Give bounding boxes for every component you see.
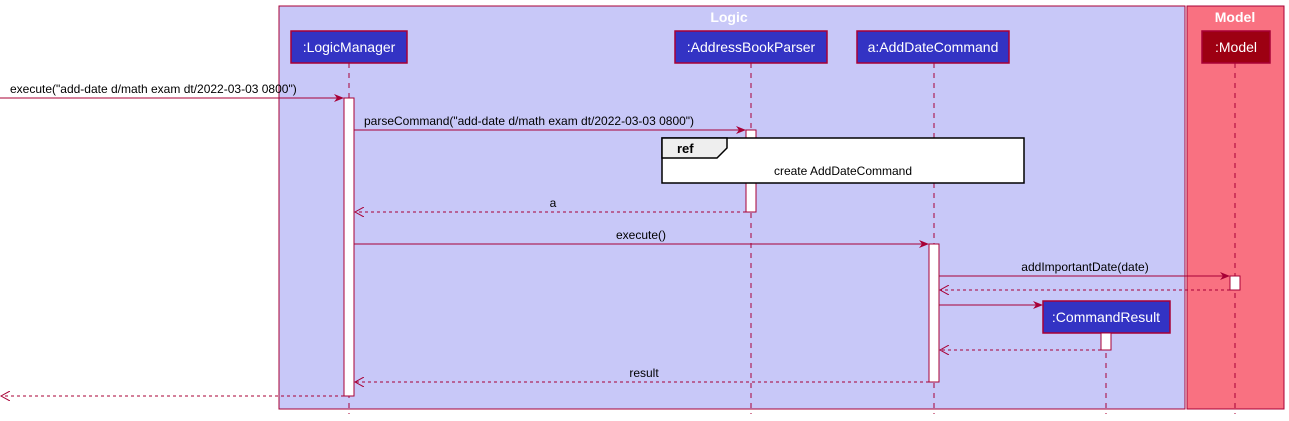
ref-frame: ref create AddDateCommand <box>661 137 1025 184</box>
participant-parser: :AddressBookParser <box>674 30 828 64</box>
label-parse-command: parseCommand("add-date d/math exam dt/20… <box>364 114 694 128</box>
ref-tag: ref <box>677 141 694 156</box>
participant-command-result: :CommandResult <box>1042 300 1171 334</box>
logic-group-title: Logic <box>710 9 748 25</box>
ref-text: create AddDateCommand <box>774 164 912 178</box>
participant-label: :CommandResult <box>1052 309 1160 325</box>
label-add-important-date: addImportantDate(date) <box>1021 260 1148 274</box>
label-return-a: a <box>550 196 557 210</box>
logic-group: Logic <box>278 5 1186 410</box>
label-execute: execute() <box>616 228 666 242</box>
model-group-title: Model <box>1215 9 1255 25</box>
participant-model: :Model <box>1201 30 1271 64</box>
participant-add-date-command: a:AddDateCommand <box>856 30 1010 64</box>
label-execute-in: execute("add-date d/math exam dt/2022-03… <box>10 82 297 96</box>
participant-label: a:AddDateCommand <box>868 39 999 55</box>
activation-model <box>1229 275 1241 291</box>
messages <box>0 94 1230 396</box>
label-return-result: result <box>629 366 659 380</box>
participant-label: :LogicManager <box>303 39 396 55</box>
message-labels: execute("add-date d/math exam dt/2022-03… <box>10 82 1149 380</box>
participant-logic-manager: :LogicManager <box>290 30 408 64</box>
activation-add-date-command <box>928 243 940 383</box>
participant-label: :AddressBookParser <box>687 39 816 55</box>
activation-logic-manager <box>343 97 355 397</box>
participant-label: :Model <box>1215 39 1257 55</box>
activation-command-result <box>1100 332 1112 351</box>
